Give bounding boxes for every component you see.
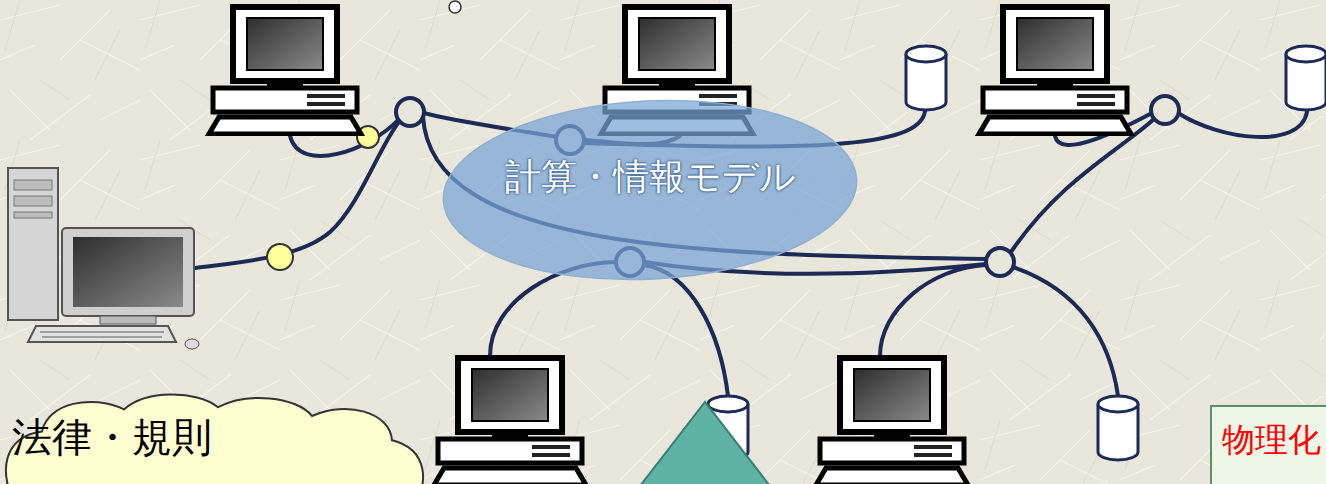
node-label: 計算・情報モデル <box>505 156 796 197</box>
topic-box: 物理化 <box>1210 405 1326 484</box>
database-icon <box>906 46 946 110</box>
database-icon <box>1286 46 1326 110</box>
computer-icon <box>816 358 968 484</box>
computer-icon <box>209 7 361 134</box>
computer-icon <box>434 358 586 484</box>
node-label: 法律・規則 <box>12 414 212 460</box>
node-label: 物理化 <box>1222 421 1321 459</box>
workstation-icon <box>8 168 199 349</box>
computer-icon <box>979 7 1131 134</box>
model-ellipse: 計算・情報モデル <box>440 98 860 282</box>
database-icon <box>1098 396 1138 460</box>
rule-cloud: 法律・規則 <box>0 394 426 484</box>
up-arrow <box>640 402 770 484</box>
